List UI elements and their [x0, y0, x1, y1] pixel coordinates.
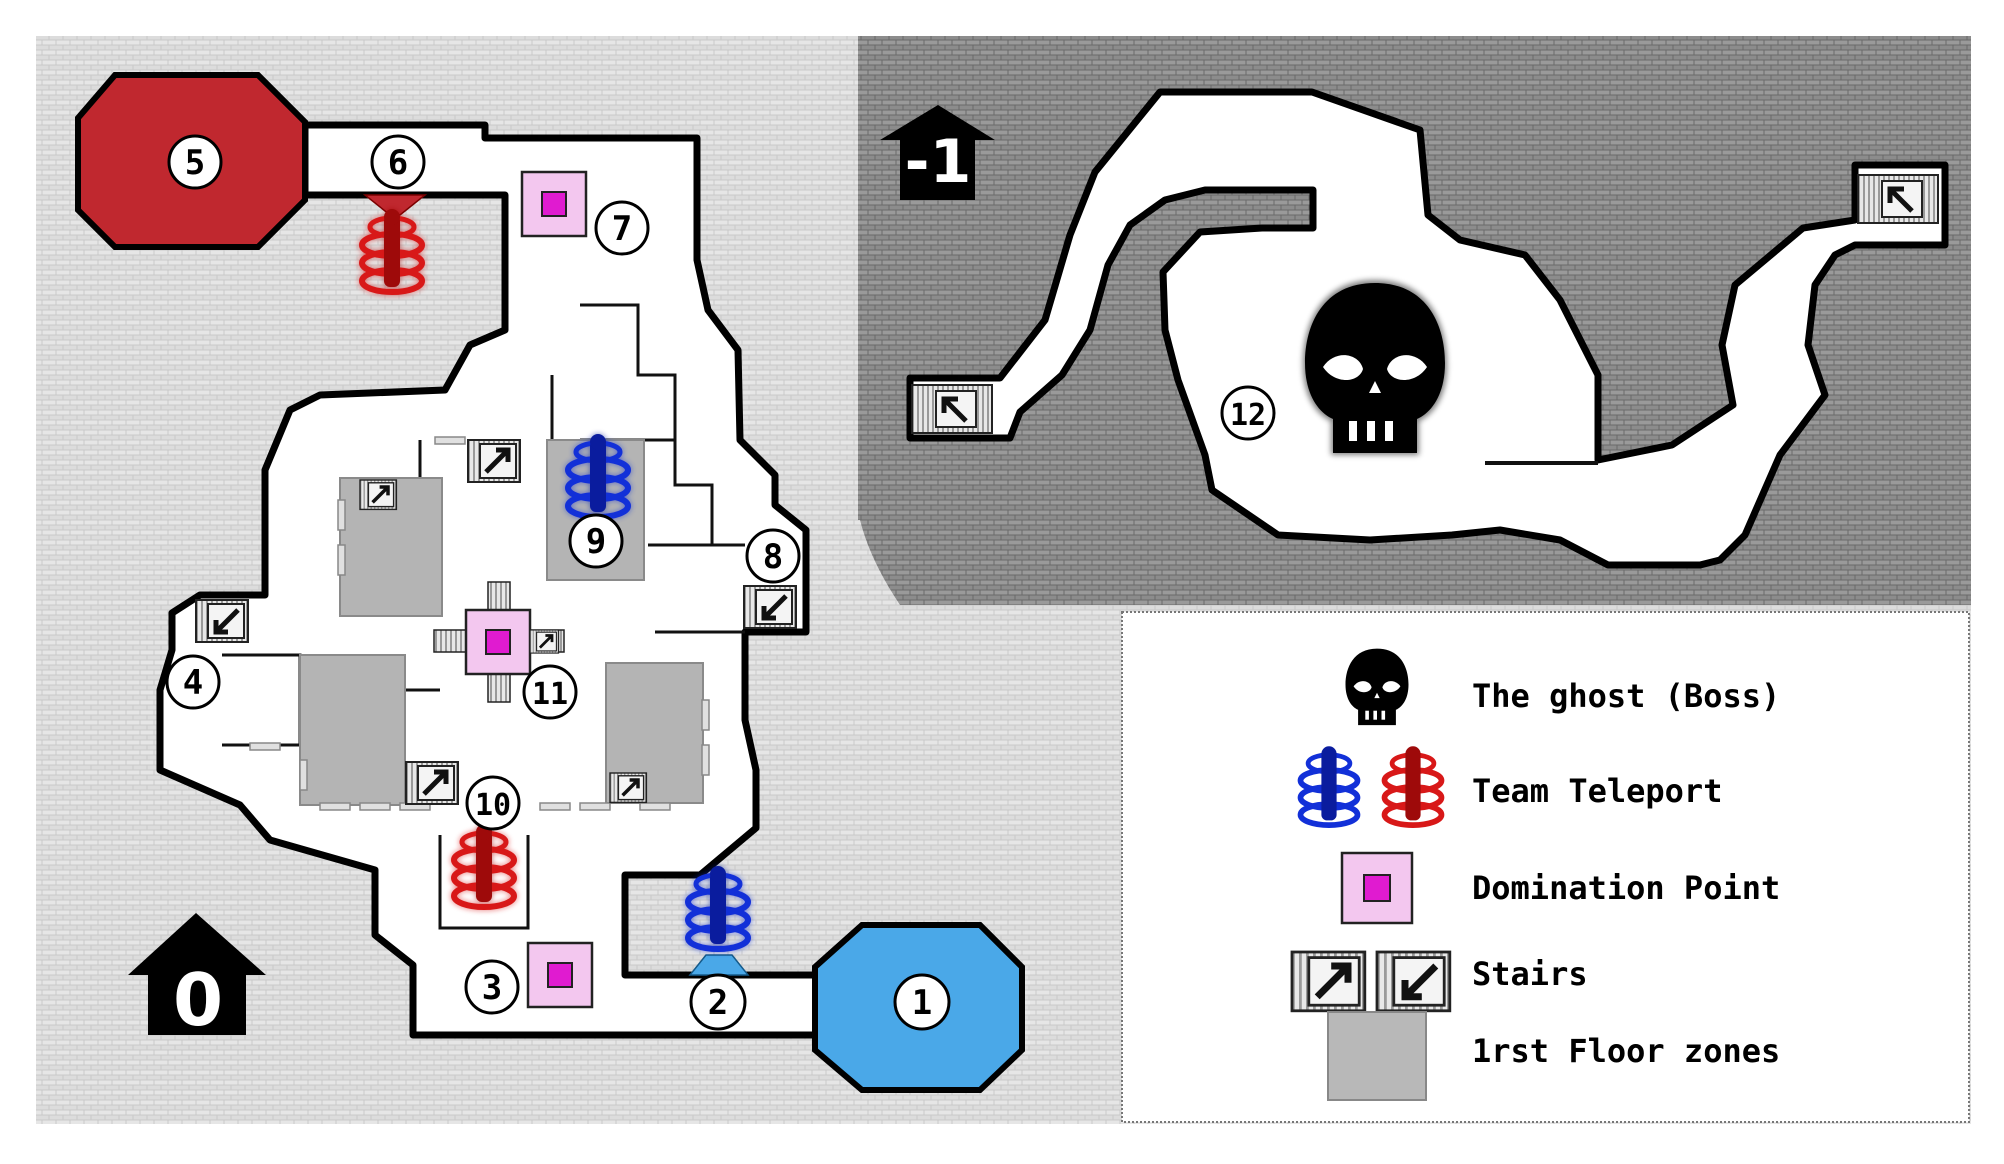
- map-marker-10: 10: [465, 775, 521, 831]
- map-marker-9: 9: [568, 513, 624, 569]
- map-marker-label: 7: [612, 209, 632, 249]
- legend-label-domination: Domination Point: [1472, 869, 1780, 907]
- stairs-up-left-icon: [912, 385, 992, 433]
- map-marker-2: 2: [689, 973, 747, 1031]
- domination-point-3: [526, 941, 594, 1009]
- first-floor-zone-icon: [1327, 1011, 1427, 1101]
- stairs-up-icon: [358, 478, 399, 512]
- map-marker-label: 10: [475, 788, 511, 823]
- map-marker-circle: [465, 775, 521, 831]
- stairs-up-left-icon: [1858, 175, 1938, 223]
- stairs-up-icon: [406, 762, 458, 804]
- map-marker-label: 3: [482, 968, 502, 1008]
- map-marker-label: 2: [708, 983, 728, 1023]
- map-marker-label: 8: [763, 537, 783, 577]
- map-marker-6: 6: [370, 134, 426, 190]
- map-marker-label: 5: [185, 143, 205, 183]
- map-marker-circle: [689, 973, 747, 1031]
- map-marker-11: 11: [522, 664, 578, 720]
- legend-label-teleport: Team Teleport: [1472, 772, 1722, 810]
- map-marker-12: 12: [1220, 385, 1276, 441]
- map-marker-circle: [165, 654, 221, 710]
- legend-panel: The ghost (Boss) Team Teleport Dominatio…: [1121, 611, 1970, 1123]
- domination-point-7: [520, 170, 588, 238]
- legend-label-first-floor: 1rst Floor zones: [1472, 1032, 1780, 1070]
- map-marker-4: 4: [165, 654, 221, 710]
- stairs-up-icon: [608, 771, 649, 805]
- floor-label: -1: [905, 127, 972, 197]
- map-marker-circle: [167, 134, 223, 190]
- domination-point-icon: [1340, 851, 1414, 925]
- map-marker-7: 7: [594, 200, 650, 256]
- skull-icon: [1345, 648, 1409, 726]
- skull-icon: [1303, 280, 1447, 455]
- map-marker-circle: [893, 973, 951, 1031]
- floor-indicator-ground: 0: [128, 913, 266, 1042]
- map-marker-5: 5: [167, 134, 223, 190]
- first-floor-zone: [299, 654, 406, 806]
- map-marker-circle: [568, 513, 624, 569]
- map-marker-label: 12: [1230, 398, 1266, 433]
- map-marker-circle: [1220, 385, 1276, 441]
- map-marker-circle: [370, 134, 426, 190]
- map-marker-circle: [464, 959, 520, 1015]
- stairs-down-icon: [196, 600, 248, 642]
- map-marker-label: 11: [532, 677, 568, 712]
- stairs-up-icon: [528, 628, 560, 655]
- legend-label-boss: The ghost (Boss): [1472, 677, 1780, 715]
- map-marker-circle: [522, 664, 578, 720]
- floor-label: 0: [173, 958, 223, 1042]
- map-marker-label: 1: [912, 983, 932, 1023]
- map-marker-circle: [594, 200, 650, 256]
- stairs-up-icon: [468, 440, 520, 482]
- map-marker-label: 9: [586, 522, 606, 562]
- map-marker-3: 3: [464, 959, 520, 1015]
- map-marker-label: 4: [183, 663, 203, 703]
- floor-indicator-basement: -1: [880, 105, 995, 200]
- map-marker-circle: [745, 528, 801, 584]
- map-marker-8: 8: [745, 528, 801, 584]
- map-marker-label: 6: [388, 143, 408, 183]
- legend-label-stairs: Stairs: [1472, 955, 1588, 993]
- map-marker-1: 1: [893, 973, 951, 1031]
- stairs-down-icon: [744, 586, 796, 628]
